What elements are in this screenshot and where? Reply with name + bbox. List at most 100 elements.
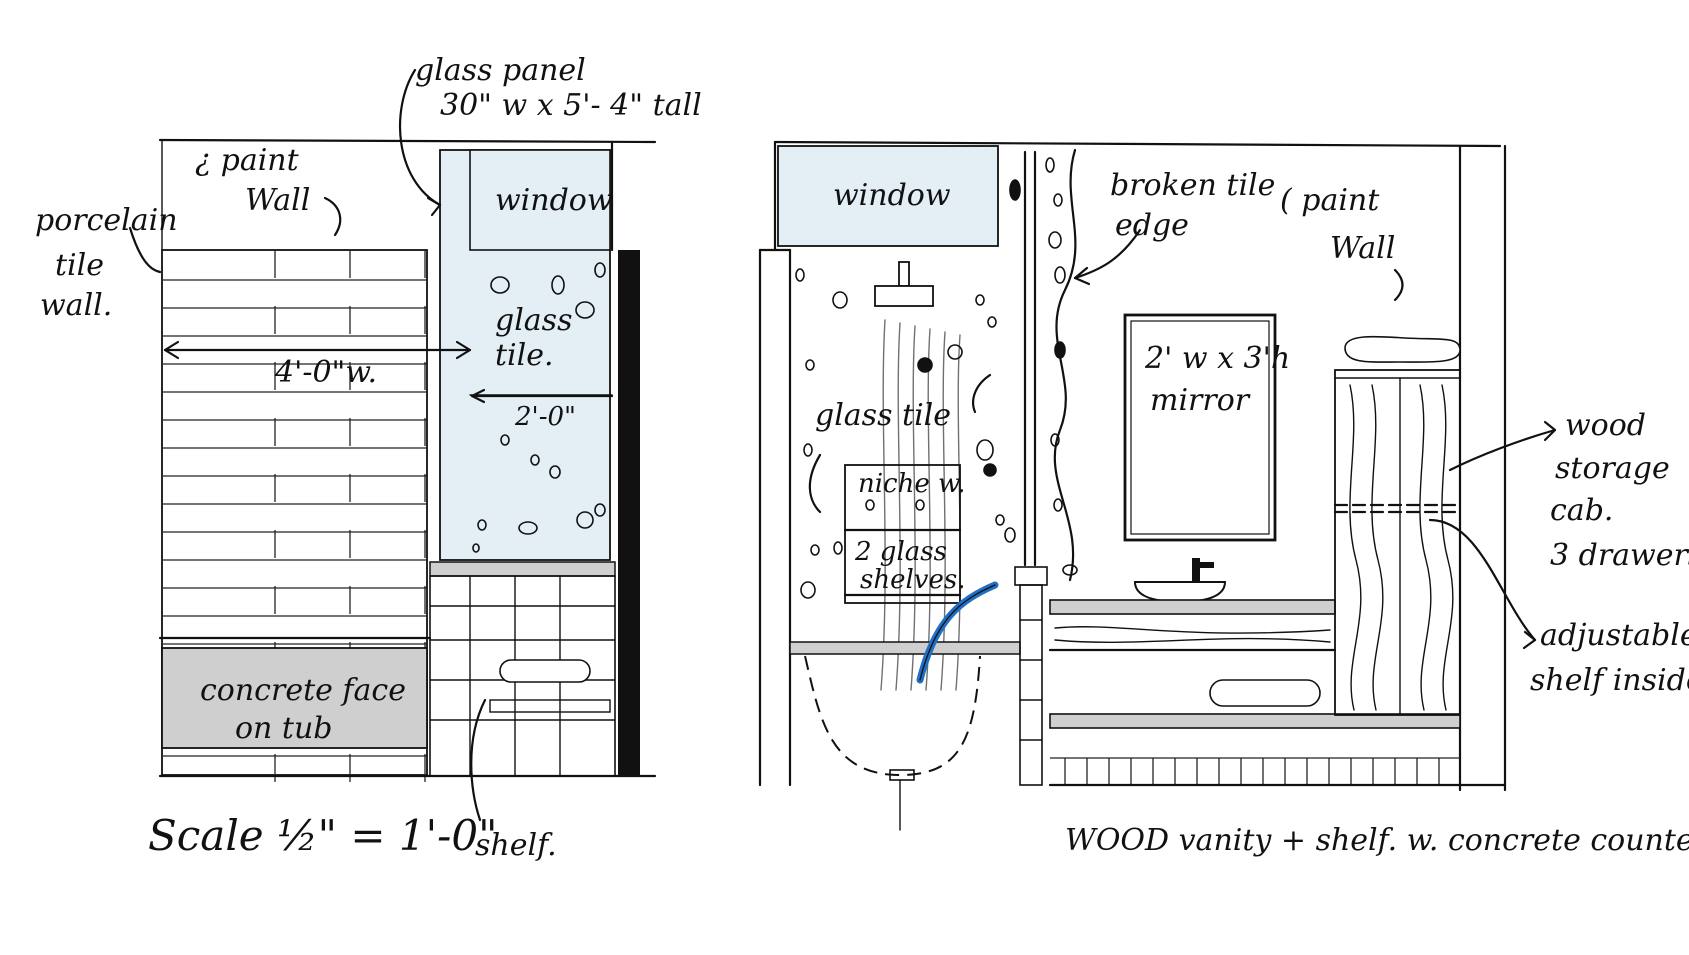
water-stream [925, 328, 931, 691]
glass-tile-dot [500, 434, 510, 446]
glass-tile-dot [832, 291, 848, 309]
glass-tile-dot [530, 454, 540, 466]
glass-tile-dot [490, 276, 510, 294]
left-window [469, 149, 611, 251]
adjustable-shelf-label-2: shelf inside [1530, 663, 1689, 698]
glass-tile-dot [983, 463, 997, 477]
glass-tile-dot [995, 514, 1005, 526]
glass-panel-leader [398, 68, 442, 207]
wood-grain [1371, 384, 1384, 711]
glass-tile-dot [865, 499, 875, 511]
glass-tile-label: glass [495, 303, 572, 338]
glass-tile-dot [1053, 193, 1063, 207]
cabinet-top-pillow [1344, 335, 1461, 363]
glass-tile-dot [833, 541, 843, 555]
right-elevation: window broken tile edge ( paint Wall 2' … [758, 140, 1689, 858]
glass-panel-label: glass panel [415, 53, 586, 88]
glass-tile-dot [1054, 266, 1066, 284]
glass-tile-dot [1062, 564, 1078, 576]
niche-label-3: shelves. [860, 565, 965, 595]
glass-tile-dot [518, 521, 538, 535]
glass-tile-dot [987, 316, 997, 328]
vanity-lower-shelf [1049, 713, 1461, 729]
wood-storage-label: wood [1565, 408, 1646, 443]
glass-tile-dot [915, 499, 925, 511]
wood-grain [1349, 384, 1362, 711]
glass-tile-dot [1009, 179, 1021, 201]
concrete-face-label: concrete face [200, 673, 406, 708]
shower-water [880, 319, 961, 691]
glass-tile-dot [575, 301, 595, 319]
porcelain-leader [128, 226, 162, 274]
wood-storage-cabinet [1333, 335, 1462, 716]
left-shelf-unit [429, 561, 616, 777]
bathtub [789, 641, 1021, 831]
porcelain-label-3: wall. [40, 288, 112, 323]
glass-tile-dot [1004, 527, 1016, 543]
glass-tile-dot [975, 294, 985, 306]
wall-section-hatch [618, 250, 640, 775]
broken-tile-edge [1053, 148, 1077, 582]
wood-storage-label-3: cab. [1550, 493, 1613, 528]
porcelain-label: porcelain [35, 203, 178, 238]
paint-wall-label: ¿ paint [195, 143, 300, 178]
paint-wall-leader [323, 196, 342, 237]
width-dimension-label: 4'-0"w. [274, 355, 377, 390]
paint-wall-right-label: ( paint [1280, 183, 1380, 218]
glass-tile-dot [1050, 433, 1060, 447]
left-elevation: glass panel 30" w x 5'- 4" tall ¿ paint … [35, 53, 702, 863]
porcelain-label-2: tile [55, 248, 104, 283]
glass-tile-dot [947, 344, 963, 360]
glass-tile-dot [795, 268, 805, 282]
niche-label: niche w. [858, 469, 965, 499]
glass-tile-dot [551, 275, 565, 295]
tub-basin-dashed [804, 655, 981, 777]
wood-grain [1441, 384, 1454, 711]
paint-wall-right-label-2: Wall [1330, 231, 1395, 266]
vanity-shelf-pillow [1209, 679, 1321, 707]
glass-tile-dot [1045, 157, 1055, 173]
mirror-size-label: 2' w x 3'h [1144, 341, 1290, 376]
glass-tile-dot [917, 357, 933, 373]
water-stream [880, 319, 886, 691]
right-glass-tile-dots [795, 157, 1078, 599]
water-stream [895, 322, 901, 691]
broken-tile-leader [1073, 228, 1142, 280]
glass-tile-dot [1054, 341, 1066, 359]
concrete-counter [1049, 599, 1336, 615]
broken-tile-label: broken tile [1110, 168, 1275, 203]
right-window [777, 145, 999, 247]
glass-tile-dot [594, 262, 606, 278]
glass-tile-dot [576, 511, 594, 529]
glass-tile-dot [976, 439, 994, 461]
wood-storage-label-4: 3 drawers [1550, 538, 1689, 573]
right-glass-tile-label: glass tile [815, 398, 951, 433]
mirror-label: mirror [1150, 383, 1251, 418]
left-ceiling-line [158, 138, 657, 144]
water-stream [940, 331, 946, 691]
pipe-column [1014, 566, 1048, 786]
glass-tile-dot [477, 519, 487, 531]
water-stream [910, 325, 916, 691]
vanity-note-label: WOOD vanity + shelf. w. concrete counter… [1065, 823, 1689, 858]
wood-vanity [1048, 599, 1507, 787]
shower-head [874, 261, 934, 307]
glass-tile-dot [805, 359, 815, 371]
glass-tile-dots [472, 262, 606, 553]
glass-tile-dot [803, 443, 813, 457]
glass-tile-dot [594, 503, 606, 517]
wood-storage-leader [1448, 428, 1557, 472]
right-window-label: window [833, 178, 951, 213]
shelf-label: shelf. [475, 828, 557, 863]
glass-tile-dot [1053, 498, 1063, 512]
concrete-face-label-2: on tub [235, 711, 333, 746]
wood-grain [1419, 384, 1432, 711]
adjustable-shelf-label: adjustable [1540, 618, 1689, 653]
niche-label-2: 2 glass [854, 537, 947, 567]
glass-tile-dot [810, 544, 820, 556]
right-ceiling-line [773, 140, 1502, 148]
broken-tile-label-2: edge [1115, 208, 1189, 243]
glass-tile-dot [1048, 231, 1062, 249]
adjustable-shelf-leader [1428, 518, 1537, 642]
